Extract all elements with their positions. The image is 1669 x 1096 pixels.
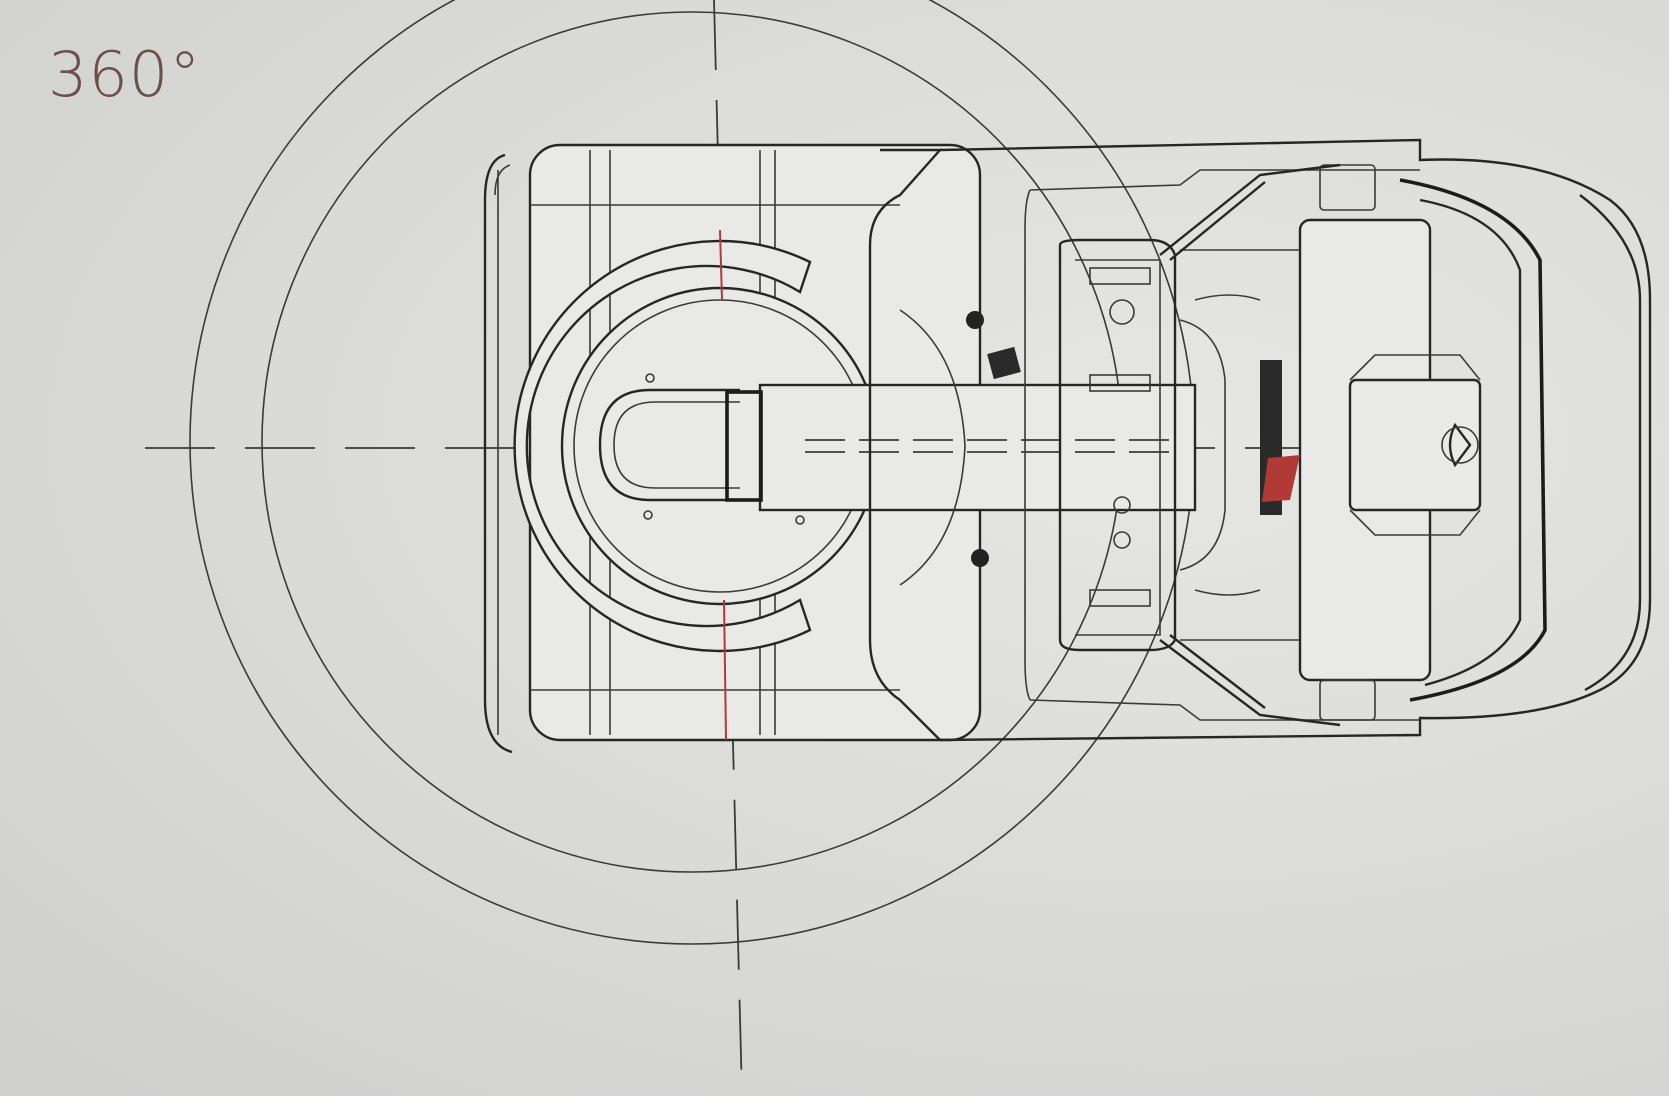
reference-marker: [1262, 455, 1300, 502]
shoulder-housing: [868, 148, 1021, 741]
cable-harness: [1159, 163, 1341, 727]
marker-tick: [719, 229, 723, 301]
cable-route: [1179, 319, 1226, 571]
marker-tick-lower: [723, 599, 727, 741]
rotation-angle-label: 360°: [48, 38, 202, 111]
arm-link: [598, 383, 1197, 512]
wrist-housing: [1180, 164, 1642, 721]
